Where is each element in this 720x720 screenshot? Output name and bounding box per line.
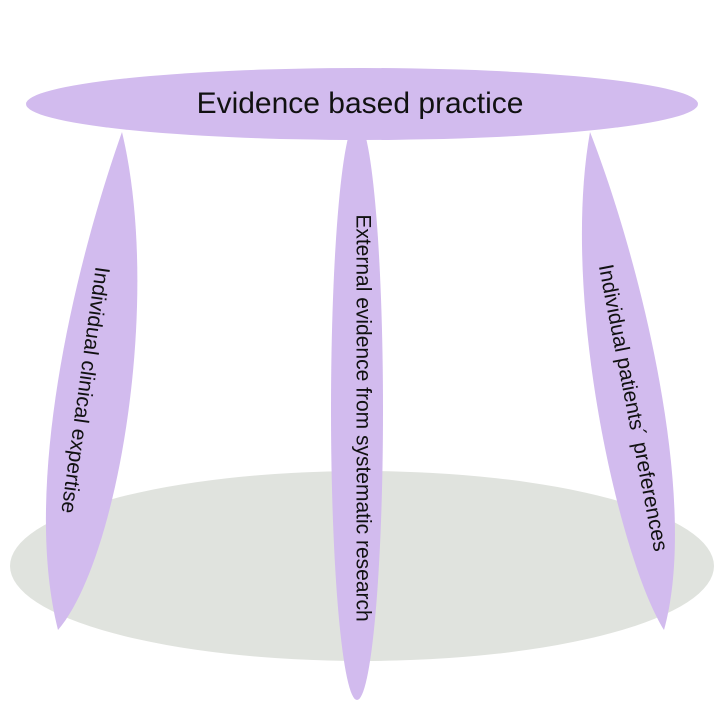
pillar-middle-label: External evidence from systematic resear…: [351, 214, 374, 621]
top-beam: Evidence based practice: [26, 68, 698, 140]
diagram-title: Evidence based practice: [197, 87, 524, 120]
pillar-left: Individual clinical expertise: [45, 132, 138, 630]
pillar-middle-shape: [331, 120, 383, 700]
top-beam-shape: [26, 68, 698, 140]
pillar-middle: External evidence from systematic resear…: [331, 120, 383, 700]
pillar-right-shape: [581, 132, 675, 630]
pillar-left-shape: [45, 132, 138, 630]
